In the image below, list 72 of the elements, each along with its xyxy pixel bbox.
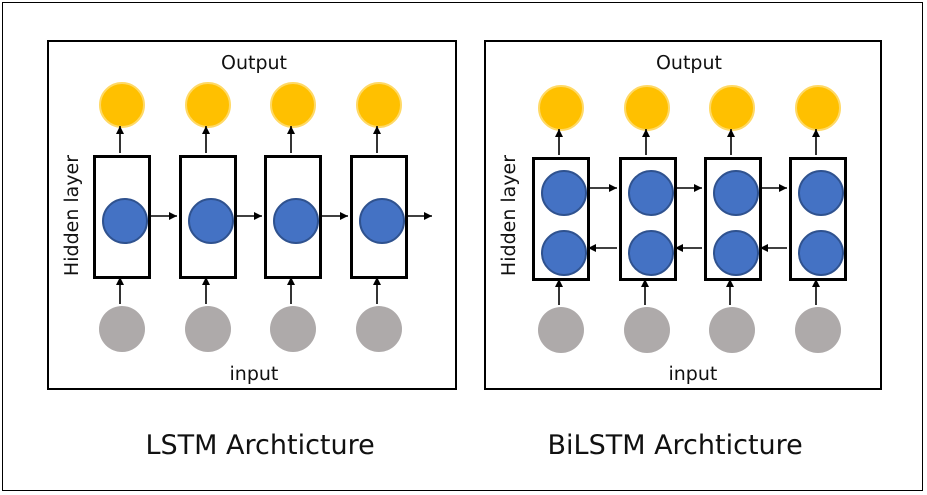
arrow bbox=[202, 126, 210, 153]
arrow bbox=[642, 129, 650, 155]
arrow bbox=[373, 277, 381, 304]
arrow bbox=[675, 184, 702, 192]
hidden-cell-box bbox=[789, 157, 847, 281]
architecture-panel bbox=[484, 40, 882, 390]
output-node bbox=[538, 85, 584, 131]
hidden-unit bbox=[188, 198, 234, 244]
arrow bbox=[588, 244, 617, 252]
arrow bbox=[588, 184, 617, 192]
diagram-caption: LSTM Archticture bbox=[146, 432, 375, 459]
arrow bbox=[812, 129, 820, 155]
layer-label: input bbox=[230, 365, 278, 384]
input-node bbox=[270, 306, 316, 352]
hidden-cell-box bbox=[93, 155, 151, 279]
output-node bbox=[99, 82, 145, 128]
arrow bbox=[235, 212, 262, 220]
layer-label: Hidden layer bbox=[62, 155, 82, 276]
hidden-unit bbox=[359, 198, 405, 244]
arrow bbox=[760, 184, 787, 192]
arrow bbox=[287, 277, 295, 304]
hidden-unit bbox=[102, 198, 148, 244]
arrow bbox=[675, 244, 702, 252]
output-node bbox=[270, 82, 316, 128]
input-node bbox=[538, 307, 584, 353]
output-node bbox=[185, 82, 231, 128]
hidden-cell-box bbox=[264, 155, 322, 279]
arrow bbox=[287, 126, 295, 153]
output-node bbox=[795, 85, 841, 131]
hidden-cell-box bbox=[179, 155, 237, 279]
layer-label: Hidden layer bbox=[500, 155, 519, 276]
arrow bbox=[202, 277, 210, 304]
hidden-unit bbox=[713, 230, 759, 276]
arrow bbox=[555, 279, 563, 305]
hidden-unit bbox=[273, 198, 319, 244]
hidden-unit bbox=[628, 230, 674, 276]
arrow bbox=[812, 279, 820, 305]
input-node bbox=[709, 307, 755, 353]
hidden-unit bbox=[798, 230, 844, 276]
hidden-unit bbox=[798, 170, 844, 216]
hidden-unit bbox=[541, 230, 587, 276]
output-node bbox=[624, 85, 670, 131]
hidden-unit bbox=[713, 170, 759, 216]
arrow bbox=[320, 212, 348, 220]
output-node bbox=[356, 82, 402, 128]
input-node bbox=[185, 306, 231, 352]
arrow bbox=[406, 212, 432, 220]
arrow bbox=[373, 126, 381, 153]
arrow bbox=[641, 279, 649, 305]
arrow bbox=[116, 126, 124, 153]
input-node bbox=[99, 306, 145, 352]
arrow bbox=[555, 129, 563, 155]
arrow bbox=[727, 129, 735, 155]
hidden-cell-box bbox=[532, 157, 590, 281]
hidden-unit bbox=[541, 170, 587, 216]
arrow bbox=[149, 212, 177, 220]
input-node bbox=[356, 306, 402, 352]
architecture-panel bbox=[47, 40, 457, 390]
diagram-caption: BiLSTM Archticture bbox=[548, 432, 803, 459]
hidden-cell-box bbox=[704, 157, 762, 281]
layer-label: input bbox=[668, 365, 718, 384]
arrow bbox=[116, 277, 124, 304]
arrow bbox=[760, 244, 787, 252]
layer-label: Output bbox=[656, 54, 722, 73]
hidden-unit bbox=[628, 170, 674, 216]
output-node bbox=[709, 85, 755, 131]
layer-label: Output bbox=[221, 54, 287, 73]
input-node bbox=[795, 307, 841, 353]
arrow bbox=[726, 279, 734, 305]
input-node bbox=[624, 307, 670, 353]
hidden-cell-box bbox=[619, 157, 677, 281]
hidden-cell-box bbox=[350, 155, 408, 279]
